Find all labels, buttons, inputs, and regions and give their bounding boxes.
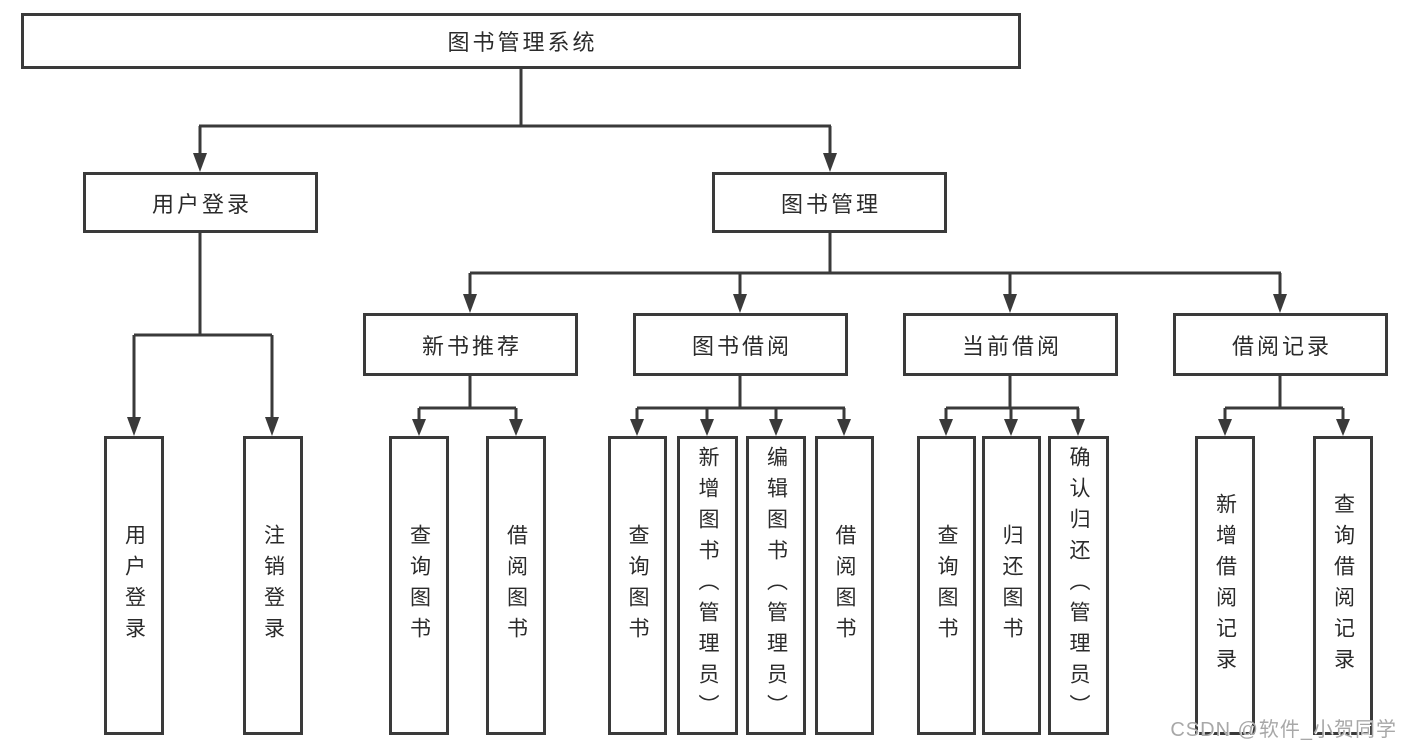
feature-node-query-books: 查询图书 (389, 436, 449, 735)
root-node-library-system: 图书管理系统 (21, 13, 1021, 69)
csdn-watermark: CSDN @软件_小贺同学 (1170, 719, 1397, 741)
feature-node-logout: 注销登录 (243, 436, 303, 735)
feature-node-label: 查询借阅记录 (1331, 492, 1355, 679)
feature-node-label: 用户登录 (122, 523, 146, 648)
submodule-node-label: 借阅记录 (1231, 333, 1332, 359)
root-node-label: 图书管理系统 (447, 30, 598, 55)
submodule-node-current-borrowing: 当前借阅 (903, 313, 1118, 376)
feature-node-label: 借阅图书 (833, 523, 856, 648)
feature-node-label: 归还图书 (1000, 523, 1023, 648)
feature-node-label: 查询图书 (407, 523, 431, 648)
module-node-user-login: 用户登录 (83, 172, 318, 233)
feature-node-label: 编辑图书（管理员） (764, 446, 788, 725)
feature-node-query-borrow-record: 查询借阅记录 (1313, 436, 1373, 735)
feature-node-label: 借阅图书 (504, 523, 528, 648)
module-node-label: 图书管理 (780, 191, 881, 217)
arrowhead-icons (127, 153, 1350, 436)
feature-node-label: 查询图书 (626, 523, 649, 648)
feature-node-label: 新增图书（管理员） (696, 446, 719, 725)
module-node-book-management: 图书管理 (712, 172, 947, 233)
feature-node-confirm-return-admin: 确认归还（管理员） (1048, 436, 1109, 735)
feature-node-label: 新增借阅记录 (1213, 492, 1237, 679)
feature-node-label: 注销登录 (261, 523, 285, 648)
submodule-node-new-book-recommend: 新书推荐 (363, 313, 578, 376)
feature-node-label: 确认归还（管理员） (1067, 446, 1090, 725)
feature-node-query-books: 查询图书 (917, 436, 976, 735)
feature-node-query-books: 查询图书 (608, 436, 667, 735)
submodule-node-label: 图书借阅 (691, 333, 792, 359)
submodule-node-label: 当前借阅 (961, 333, 1062, 359)
module-node-label: 用户登录 (151, 191, 252, 217)
feature-node-add-books-admin: 新增图书（管理员） (677, 436, 738, 735)
submodule-node-borrowing-records: 借阅记录 (1173, 313, 1388, 376)
feature-node-edit-books-admin: 编辑图书（管理员） (746, 436, 806, 735)
feature-node-borrow-books: 借阅图书 (815, 436, 874, 735)
feature-node-add-borrow-record: 新增借阅记录 (1195, 436, 1255, 735)
feature-node-label: 查询图书 (935, 523, 958, 648)
feature-node-user-login: 用户登录 (104, 436, 164, 735)
submodule-node-book-borrowing: 图书借阅 (633, 313, 848, 376)
feature-node-return-books: 归还图书 (982, 436, 1041, 735)
submodule-node-label: 新书推荐 (421, 333, 522, 359)
feature-node-borrow-books: 借阅图书 (486, 436, 546, 735)
